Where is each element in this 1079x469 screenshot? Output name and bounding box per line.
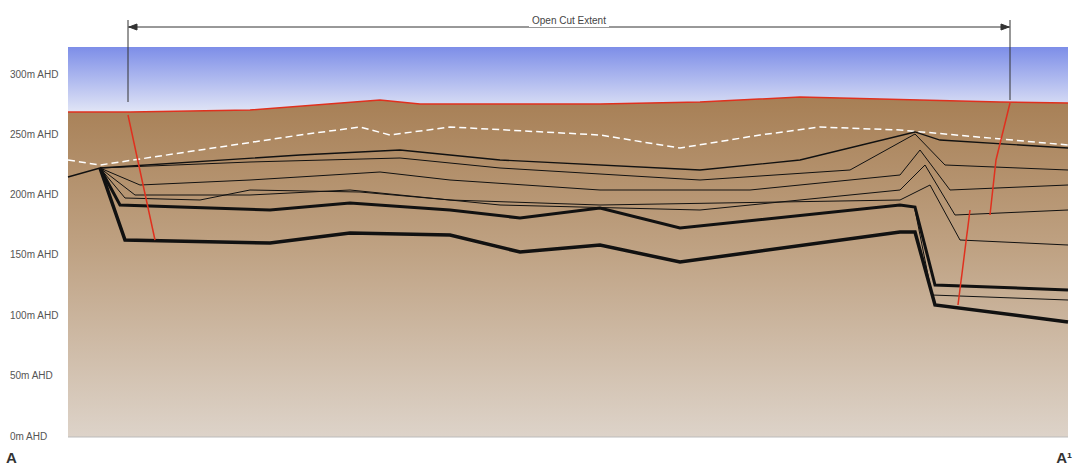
open-cut-bracket (128, 20, 1010, 102)
extent-label: Open Cut Extent (529, 15, 609, 27)
coal-seams (68, 132, 1068, 322)
elevation-label: 50m AHD (10, 370, 53, 382)
section-end: A (6, 450, 17, 466)
ground-surface (68, 97, 1068, 112)
elevation-label: 200m AHD (10, 189, 58, 201)
base-line (68, 437, 1068, 438)
elevation-label: 100m AHD (10, 310, 58, 322)
elevation-label: 0m AHD (10, 431, 47, 443)
section-end: A¹ (1056, 450, 1072, 466)
ground (68, 97, 1068, 437)
elevation-label: 150m AHD (10, 249, 58, 261)
elevation-label: 250m AHD (10, 129, 58, 141)
elevation-label: 300m AHD (10, 69, 58, 81)
faults (128, 103, 1010, 305)
